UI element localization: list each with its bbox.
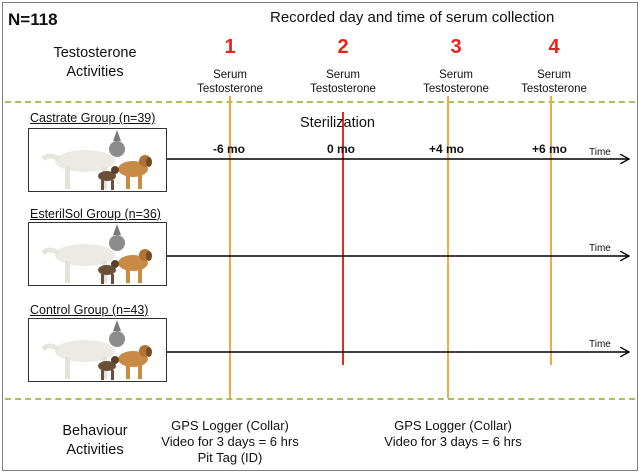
- column-3-line2: Testosterone: [423, 83, 489, 95]
- group-label-control-text: Control Group (n=43): [30, 303, 149, 317]
- testosterone-label-line2: Activities: [66, 64, 124, 80]
- group-label-esterilsol-text: EsterilSol Group (n=36): [30, 207, 161, 221]
- time-label-esterilsol: Time: [589, 243, 611, 254]
- sample-size: N=118: [8, 10, 58, 29]
- behaviour-col-1-line1: GPS Logger (Collar): [171, 418, 289, 433]
- column-1-line1: Serum: [213, 69, 247, 81]
- time-label-control: Time: [589, 339, 611, 350]
- group-label-castrate-text: Castrate Group (n=39): [30, 111, 156, 125]
- column-4-number: 4: [548, 36, 560, 58]
- behaviour-label-line2: Activities: [66, 442, 124, 458]
- behaviour-col-1-line3: Pit Tag (ID): [197, 450, 263, 465]
- group-label-esterilsol: EsterilSol Group (n=36): [30, 207, 161, 221]
- dogs-image: [28, 222, 167, 286]
- column-3-line1: Serum: [439, 69, 473, 81]
- behaviour-activities-label: Behaviour Activities: [40, 422, 150, 460]
- behaviour-col-1-line2: Video for 3 days = 6 hrs: [161, 434, 299, 449]
- sterilization-label: Sterilization: [300, 115, 375, 131]
- behaviour-col-2-line2: Video for 3 days = 6 hrs: [384, 434, 522, 449]
- column-2-line2: Testosterone: [310, 83, 376, 95]
- top-divider: [5, 101, 635, 103]
- timepoint-plus-4: +4 mo: [429, 142, 465, 156]
- group-label-castrate: Castrate Group (n=39): [30, 111, 155, 125]
- testosterone-label-line1: Testosterone: [53, 45, 137, 61]
- group-label-control: Control Group (n=43): [30, 303, 148, 317]
- behaviour-col-2: GPS Logger (Collar) Video for 3 days = 6…: [368, 418, 538, 450]
- column-2-line1: Serum: [326, 69, 360, 81]
- testosterone-activities-label: Testosterone Activities: [40, 44, 150, 82]
- timepoint-0: 0 mo: [327, 142, 356, 156]
- column-4-line2: Testosterone: [521, 83, 587, 95]
- behaviour-col-2-line1: GPS Logger (Collar): [394, 418, 512, 433]
- timepoint-plus-6: +6 mo: [532, 142, 568, 156]
- time-label-castrate: Time: [589, 147, 611, 158]
- column-2-number: 2: [337, 36, 349, 58]
- behaviour-col-1: GPS Logger (Collar) Video for 3 days = 6…: [145, 418, 315, 466]
- dogs-image: [28, 318, 167, 382]
- column-1-number: 1: [224, 36, 236, 58]
- column-3-label: Serum Testosterone: [406, 68, 506, 96]
- bottom-divider: [5, 398, 635, 400]
- column-1-line2: Testosterone: [197, 83, 263, 95]
- column-2-label: Serum Testosterone: [293, 68, 393, 96]
- diagram-frame: [2, 2, 638, 471]
- column-4-label: Serum Testosterone: [504, 68, 604, 96]
- dogs-image: [28, 128, 167, 192]
- behaviour-label-line1: Behaviour: [62, 423, 128, 439]
- column-3-number: 3: [450, 36, 462, 58]
- timepoint-minus-6: -6 mo: [213, 142, 246, 156]
- column-4-line1: Serum: [537, 69, 571, 81]
- header-title: Recorded day and time of serum collectio…: [270, 9, 555, 26]
- column-1-label: Serum Testosterone: [180, 68, 280, 96]
